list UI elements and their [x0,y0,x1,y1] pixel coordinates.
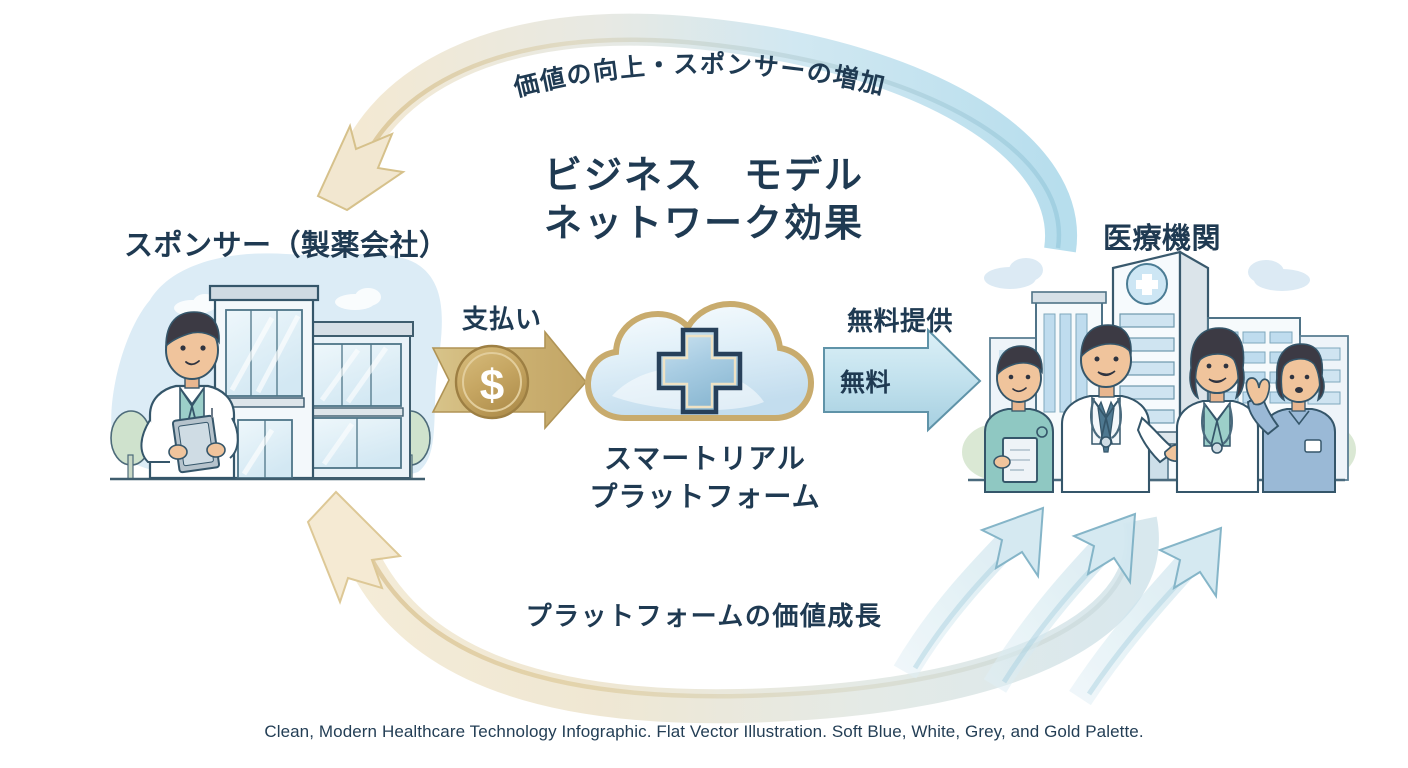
staff-figure [1175,327,1260,494]
bottom-arc-arrowhead [306,490,403,605]
staff-figure [1060,324,1197,494]
growth-arrow [983,512,1137,693]
pharma-company-illustration [110,253,442,481]
hospital-illustration [962,250,1356,494]
staff-figure [1245,343,1336,493]
platform-node-label: スマートリアル プラットフォーム [560,440,850,516]
top-arc-flow [316,13,1078,253]
free-arrow-inner-label: 無料 [840,369,892,397]
cloud-platform-icon [584,300,815,421]
footer-caption: Clean, Modern Healthcare Technology Info… [0,722,1408,742]
platform-label-line-1: スマートリアル [604,443,806,474]
free-offer-arrow [823,327,982,433]
platform-label-line-2: プラットフォーム [589,481,821,512]
bottom-arc-flow [306,490,1159,724]
top-arc-arrowhead [316,123,406,212]
bottom-arc-label: プラットフォームの価値成長 [0,596,1408,633]
sponsor-node-label: スポンサー（製薬会社） [124,230,449,262]
svg-text:$: $ [480,361,504,410]
payment-arrow: $ [431,329,588,431]
dollar-coin-icon: $ [454,344,530,420]
free-offer-flow-label: 無料提供 [847,306,954,336]
staff-figure [984,345,1054,493]
researcher-figure [140,311,239,480]
payment-flow-label: 支払い [462,304,542,334]
footer-caption-text: Clean, Modern Healthcare Technology Info… [264,722,1144,741]
hospital-node-label: 医療機関 [1103,223,1222,255]
growth-arrow [893,506,1045,679]
bottom-arc-label-text: プラットフォームの価値成長 [525,601,883,631]
growth-arrows-group [893,506,1223,706]
growth-arrow [1069,526,1223,706]
